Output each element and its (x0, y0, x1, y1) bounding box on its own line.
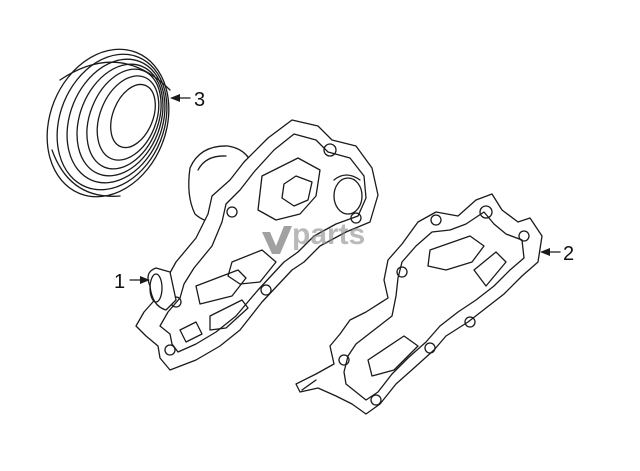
callout-3: 3 (194, 89, 205, 111)
watermark-logo: parts (262, 218, 365, 254)
watermark-text: parts (292, 218, 365, 251)
water-pump[interactable] (135, 119, 379, 371)
leader-arrow-2 (540, 248, 561, 256)
pulley[interactable] (26, 31, 190, 215)
leader-arrow-3 (170, 94, 191, 102)
gasket[interactable] (295, 193, 543, 415)
leader-arrow-1 (129, 276, 150, 284)
callout-2: 2 (563, 243, 574, 265)
callout-1: 1 (114, 271, 125, 293)
